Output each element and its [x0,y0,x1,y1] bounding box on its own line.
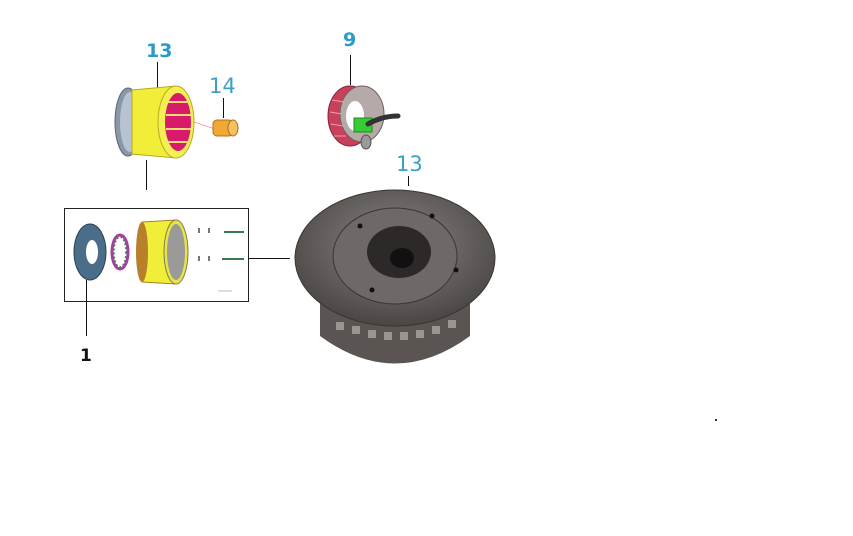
leader-line-14 [223,98,224,118]
stray-mark [715,419,717,421]
callout-1-label: 1 [80,346,92,366]
leader-line-13 [157,62,158,90]
rotor-photo[interactable] [292,186,498,378]
stator-drawing[interactable] [322,80,404,152]
starter-clutch-kit-drawing[interactable] [68,212,246,298]
leader-line-1 [86,280,87,336]
leader-line-13-photo [408,176,409,186]
bushing-drawing[interactable] [210,116,240,140]
leader-line-kit-to-photo [248,258,290,259]
leader-line-13-down [146,160,147,190]
callout-14-label: 14 [209,74,236,98]
rotor-assembly-drawing[interactable] [108,82,218,164]
callout-9-label: 9 [343,29,357,51]
callout-13-label: 13 [146,40,173,62]
leader-line-9 [350,55,351,85]
callout-13-photo-label: 13 [396,152,423,176]
